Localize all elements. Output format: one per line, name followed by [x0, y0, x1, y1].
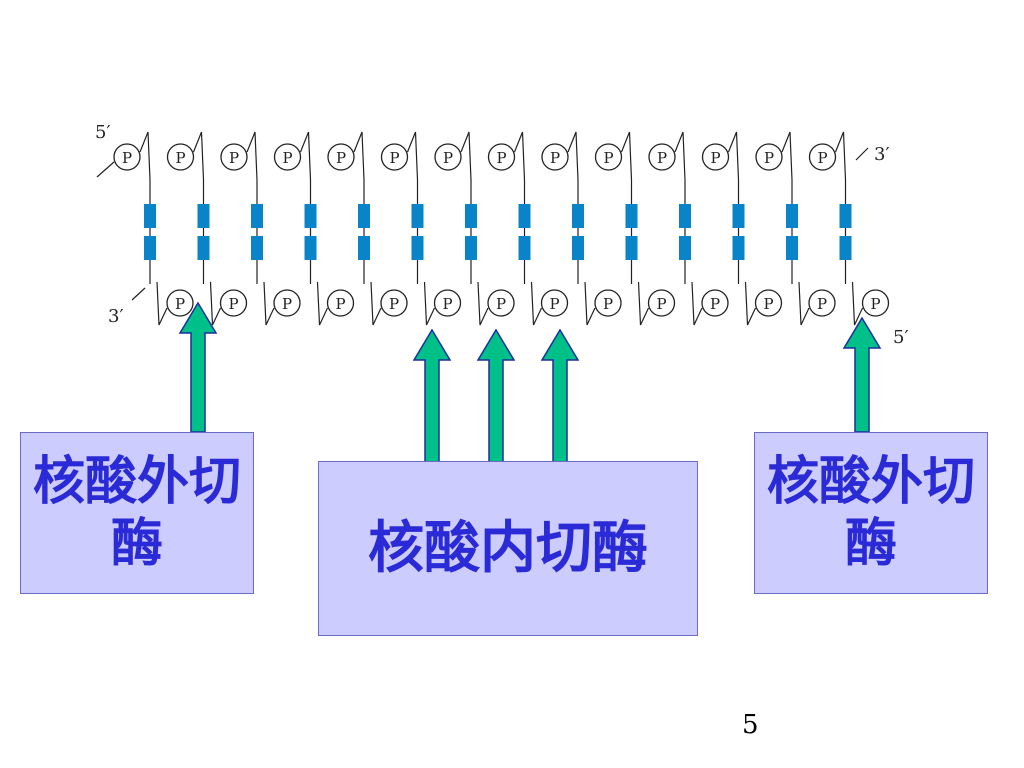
- top-phosphate: P: [487, 143, 516, 171]
- bottom-phosphate: P: [487, 289, 515, 317]
- top-phosphate: P: [273, 143, 302, 171]
- top-phosphate: P: [434, 143, 462, 171]
- svg-text:P: P: [764, 149, 774, 167]
- bottom-phosphate: P: [540, 289, 569, 317]
- svg-text:P: P: [175, 295, 185, 313]
- top-phosphate: P: [648, 143, 676, 171]
- base-pair: [732, 204, 745, 260]
- base-pair: [679, 204, 691, 260]
- bottom-phosphate: P: [380, 289, 408, 317]
- svg-text:P: P: [549, 295, 559, 313]
- svg-text:P: P: [122, 149, 132, 167]
- bottom-phosphate: P: [166, 289, 194, 317]
- endonuclease-arrow: [412, 328, 452, 465]
- svg-text:P: P: [228, 295, 238, 313]
- svg-text:P: P: [870, 295, 880, 313]
- base-pair: [304, 204, 317, 260]
- bottom-strand-3-prime-label: 3′: [108, 306, 124, 327]
- top-phosphate: P: [541, 143, 569, 171]
- svg-text:P: P: [389, 295, 399, 313]
- base-pair: [839, 204, 852, 260]
- bottom-phosphate: P: [754, 289, 783, 317]
- svg-text:P: P: [603, 149, 613, 167]
- base-pair: [786, 204, 798, 260]
- exonuclease-right-label: 核酸外切酶: [754, 432, 988, 594]
- dna-backbone: [96, 131, 869, 326]
- svg-text:P: P: [442, 295, 452, 313]
- exonuclease-left-label: 核酸外切酶: [20, 432, 254, 594]
- base-pair: [465, 204, 477, 260]
- svg-text:P: P: [710, 149, 720, 167]
- exonuclease-left-arrow: [178, 301, 218, 433]
- top-phosphate: P: [808, 143, 837, 171]
- svg-text:P: P: [817, 149, 827, 167]
- svg-text:P: P: [229, 149, 239, 167]
- svg-text:P: P: [710, 295, 720, 313]
- bottom-phosphate: P: [647, 289, 676, 317]
- svg-text:P: P: [656, 295, 666, 313]
- svg-text:P: P: [550, 149, 560, 167]
- svg-text:P: P: [763, 295, 773, 313]
- base-pair: [144, 204, 156, 260]
- svg-text:P: P: [282, 149, 292, 167]
- bottom-phosphate: P: [861, 289, 890, 317]
- svg-text:P: P: [175, 149, 185, 167]
- bottom-phosphate: P: [701, 289, 729, 317]
- svg-text:P: P: [282, 295, 292, 313]
- svg-text:P: P: [817, 295, 827, 313]
- phosphate-groups: P P P P P P P P P P P P P P P P P P P P P P P P P P P P: [113, 143, 890, 317]
- endonuclease-label: 核酸内切酶: [318, 461, 698, 636]
- top-phosphate: P: [755, 143, 783, 171]
- bottom-phosphate: P: [326, 289, 355, 317]
- bottom-strand-5-prime-label: 5′: [893, 327, 909, 348]
- svg-text:P: P: [657, 149, 667, 167]
- base-pair: [197, 204, 210, 260]
- svg-text:P: P: [389, 149, 399, 167]
- top-phosphate: P: [380, 143, 409, 171]
- top-phosphate: P: [594, 143, 623, 171]
- top-phosphate: P: [220, 143, 248, 171]
- top-strand-3-prime-label: 3′: [874, 144, 890, 165]
- page-number: 5: [742, 710, 759, 740]
- svg-text:P: P: [496, 149, 506, 167]
- bottom-phosphate: P: [594, 289, 622, 317]
- svg-text:P: P: [603, 295, 613, 313]
- base-pair: [358, 204, 370, 260]
- base-pair: [518, 204, 531, 260]
- bottom-phosphate: P: [219, 289, 248, 317]
- top-phosphate: P: [166, 143, 195, 171]
- svg-text:P: P: [335, 295, 345, 313]
- base-pair: [411, 204, 424, 260]
- bottom-phosphate: P: [808, 289, 836, 317]
- base-pairs: [144, 204, 852, 260]
- top-phosphate: P: [327, 143, 355, 171]
- exonuclease-right-arrow: [842, 316, 882, 433]
- bottom-phosphate: P: [273, 289, 301, 317]
- endonuclease-arrow: [540, 328, 580, 465]
- enzyme-arrows: [178, 301, 882, 465]
- base-pair: [572, 204, 584, 260]
- bottom-phosphate: P: [433, 289, 462, 317]
- svg-text:P: P: [496, 295, 506, 313]
- top-phosphate: P: [701, 143, 730, 171]
- top-phosphate: P: [113, 143, 141, 171]
- base-pair: [251, 204, 263, 260]
- base-pair: [625, 204, 638, 260]
- endonuclease-arrow: [476, 328, 516, 465]
- svg-text:P: P: [336, 149, 346, 167]
- top-strand-5-prime-label: 5′: [95, 122, 111, 143]
- svg-text:P: P: [443, 149, 453, 167]
